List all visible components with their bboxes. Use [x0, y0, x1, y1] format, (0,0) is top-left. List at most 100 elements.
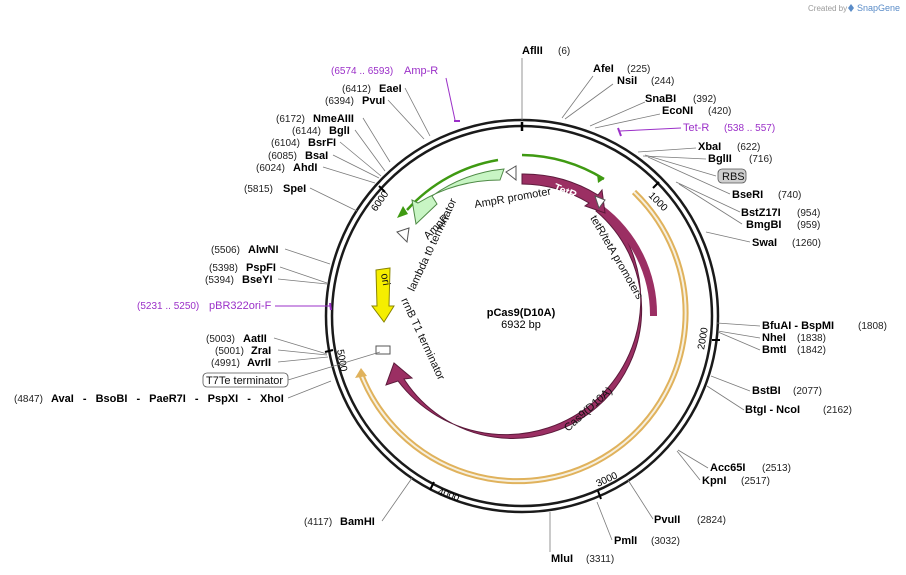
enzyme-bsrfi[interactable]: (6104)BsrFI [271, 137, 336, 149]
primer-tet-r[interactable]: Tet-R (538 .. 557) [617, 122, 775, 137]
enzyme-aflii[interactable]: AflII (6) [522, 45, 570, 57]
svg-text:(2077): (2077) [793, 386, 822, 397]
svg-text:SpeI: SpeI [283, 183, 306, 195]
svg-text:AlwNI: AlwNI [248, 244, 279, 256]
green-arrowhead-2-icon [597, 174, 604, 183]
svg-text:BstBI: BstBI [752, 385, 781, 397]
rrnb-icon [375, 345, 391, 355]
svg-text:BglII: BglII [708, 153, 732, 165]
svg-text:PspFI: PspFI [246, 262, 276, 274]
enzyme-avai-xhoi[interactable]: (4847)AvaI - BsoBI - PaeR7I - PspXI - Xh… [14, 393, 284, 405]
enzyme-bstbi[interactable]: BstBI (2077) [752, 385, 822, 397]
enzyme-swai[interactable]: SwaI(1260) [752, 237, 821, 249]
enzyme-aatii[interactable]: (5003)AatII [206, 333, 267, 345]
svg-text:Acc65I: Acc65I [710, 462, 745, 474]
enzyme-mlui[interactable]: MluI(3311) [551, 553, 614, 565]
svg-text:(6): (6) [558, 46, 570, 57]
svg-text:BtgI - NcoI: BtgI - NcoI [745, 404, 800, 416]
enzyme-bglii[interactable]: BglII (716) [708, 153, 772, 165]
svg-text:KpnI: KpnI [702, 475, 726, 487]
enzyme-nhei[interactable]: NheI (1838) [762, 332, 826, 344]
svg-text:(954): (954) [797, 208, 820, 219]
svg-text:BamHI: BamHI [340, 516, 375, 528]
svg-text:(6574 .. 6593): (6574 .. 6593) [331, 66, 393, 77]
tick-label-5000: 5000 [334, 349, 349, 373]
enzyme-econi[interactable]: EcoNI(420) [662, 105, 731, 117]
enzyme-ahdi[interactable]: (6024) AhdI [256, 162, 317, 174]
enzyme-zrai[interactable]: (5001)ZraI [215, 345, 271, 357]
svg-text:Tet-R: Tet-R [683, 122, 709, 134]
svg-text:(959): (959) [797, 220, 820, 231]
svg-text:Amp-R: Amp-R [404, 65, 438, 77]
enzyme-eaei[interactable]: (6412)EaeI [342, 83, 402, 95]
svg-text:(392): (392) [693, 94, 716, 105]
svg-text:BseRI: BseRI [732, 189, 763, 201]
svg-text:(716): (716) [749, 154, 772, 165]
svg-text:(5394): (5394) [205, 275, 234, 286]
enzyme-xbai[interactable]: XbaI(622) [698, 141, 760, 153]
enzyme-bgli[interactable]: (6144)BglI [292, 125, 350, 137]
ori-feature[interactable] [371, 267, 395, 323]
enzyme-bstz17i[interactable]: BstZ17I(954) [741, 207, 820, 219]
svg-text:AfeI: AfeI [593, 63, 614, 75]
svg-text:(2162): (2162) [823, 405, 852, 416]
svg-text:(538 .. 557): (538 .. 557) [724, 123, 775, 134]
enzyme-pspfi[interactable]: (5398) PspFI [209, 262, 276, 274]
enzyme-avrii[interactable]: (4991)AvrII [211, 357, 271, 369]
feature-label-cas9: Cas9(D10A) [562, 385, 615, 434]
svg-text:(5506): (5506) [211, 245, 240, 256]
enzyme-snabi[interactable]: SnaBI (392) [645, 93, 716, 105]
enzyme-pvui[interactable]: (6394)PvuI [325, 95, 385, 107]
feature-label-ori: ori [378, 272, 392, 286]
rbs-box[interactable] [717, 168, 747, 184]
svg-text:(3311): (3311) [586, 554, 614, 565]
svg-text:(6172): (6172) [276, 114, 305, 125]
svg-text:AflII: AflII [522, 45, 543, 57]
credit-brand: SnapGene [857, 3, 900, 13]
plasmid-size: 6932 bp [501, 319, 541, 331]
ampr-feature[interactable] [411, 168, 505, 226]
feature-label-rrnb: rrnB T1 terminator [398, 296, 447, 382]
tetr-promoter-arrow [521, 153, 605, 181]
enzyme-acc65i[interactable]: Acc65I(2513) [710, 462, 791, 474]
enzyme-bseri[interactable]: BseRI(740) [732, 189, 801, 201]
enzyme-bmgbi[interactable]: BmgBI(959) [746, 219, 820, 231]
svg-text:NmeAIII: NmeAIII [313, 113, 354, 125]
svg-text:(6085): (6085) [268, 151, 297, 162]
enzyme-bfuai-bspmi[interactable]: BfuAI - BspMI(1808) [762, 320, 887, 332]
svg-text:(5398): (5398) [209, 263, 238, 274]
tick-label-6000: 6000 [369, 189, 391, 214]
svg-text:NheI: NheI [762, 332, 786, 344]
svg-text:(1838): (1838) [797, 333, 826, 344]
enzyme-bamhi[interactable]: (4117)BamHI [304, 516, 375, 528]
credit-prefix: Created by [808, 4, 847, 13]
svg-text:SnaBI: SnaBI [645, 93, 676, 105]
svg-text:(2824): (2824) [697, 515, 726, 526]
svg-text:(5815): (5815) [244, 184, 273, 195]
svg-text:PvuI: PvuI [362, 95, 385, 107]
orf-arc-inner [360, 191, 687, 483]
svg-text:pBR322ori-F: pBR322ori-F [209, 300, 272, 312]
svg-text:(6024): (6024) [256, 163, 285, 174]
primer-amp-r[interactable]: (6574 .. 6593) Amp-R [331, 65, 460, 122]
enzyme-bseyi[interactable]: (5394)BseYI [205, 274, 273, 286]
enzyme-alwni[interactable]: (5506) AlwNI [211, 244, 279, 256]
cas9-feature[interactable] [385, 204, 643, 439]
enzyme-bsai[interactable]: (6085)BsaI [268, 150, 328, 162]
ampr-promoter-icon [505, 165, 517, 182]
enzyme-spei[interactable]: (5815) SpeI [244, 183, 306, 195]
enzyme-nmeaiii[interactable]: (6172) NmeAIII [276, 113, 354, 125]
enzyme-nsii[interactable]: NsiI(244) [617, 75, 674, 87]
enzyme-btgi-ncoi[interactable]: BtgI - NcoI (2162) [745, 404, 852, 416]
tetr-feature[interactable] [521, 173, 606, 214]
enzyme-pmli[interactable]: PmlI(3032) [614, 535, 680, 547]
primer-pbr322ori-f[interactable]: (5231 .. 5250) pBR322ori-F [137, 300, 332, 312]
svg-text:AhdI: AhdI [293, 162, 317, 174]
enzyme-pvuii[interactable]: PvuII(2824) [654, 514, 726, 526]
orf-arrowhead-icon [355, 368, 367, 378]
enzyme-kpni[interactable]: KpnI(2517) [702, 475, 770, 487]
enzyme-bmti[interactable]: BmtI(1842) [762, 344, 826, 356]
enzyme-afei[interactable]: AfeI(225) [593, 63, 650, 75]
svg-text:(4847): (4847) [14, 394, 43, 405]
